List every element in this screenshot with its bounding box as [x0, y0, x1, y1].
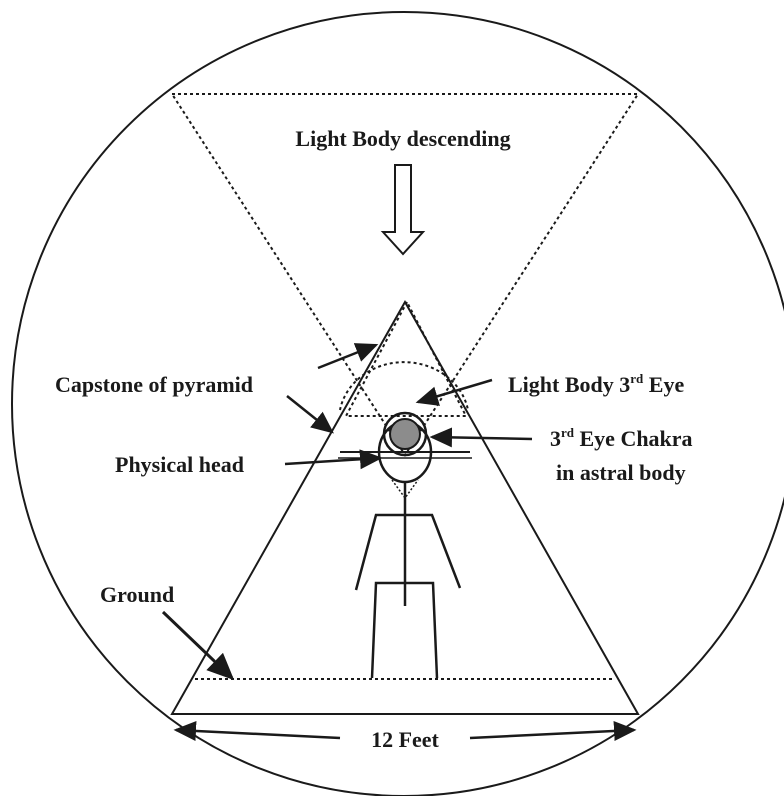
stick-figure	[356, 482, 460, 678]
light-body-eye-sup: rd	[630, 371, 644, 386]
light-body-eye-text: Light Body 3	[508, 372, 630, 397]
width-dimension-arrow-left	[176, 730, 340, 738]
light-body-eye-label: Light Body 3rd Eye	[508, 371, 684, 397]
capstone-triangle	[346, 302, 466, 416]
chakra-label-line1: 3rd Eye Chakra	[550, 425, 693, 451]
chakra-label-line2: in astral body	[556, 460, 686, 485]
physical-head-pointer-arrow	[285, 458, 380, 464]
capstone-edge-pointer-arrow	[287, 396, 332, 432]
light-body-eye-tail: Eye	[643, 372, 684, 397]
descending-arrow-icon	[383, 165, 423, 254]
light-body-eye-arc	[340, 362, 468, 410]
chakra-line1-pre: 3	[550, 426, 561, 451]
chakra-line1-sup: rd	[561, 425, 575, 440]
third-eye-chakra	[390, 419, 420, 449]
capstone-label: Capstone of pyramid	[55, 372, 253, 397]
title-label: Light Body descending	[295, 126, 510, 151]
chakra-line1-tail: Eye Chakra	[574, 426, 693, 451]
width-label: 12 Feet	[371, 727, 439, 752]
physical-head-label: Physical head	[115, 452, 244, 477]
chakra-pointer-arrow	[432, 437, 532, 439]
light-body-eye-pointer-arrow	[418, 380, 492, 402]
ground-label: Ground	[100, 582, 174, 607]
